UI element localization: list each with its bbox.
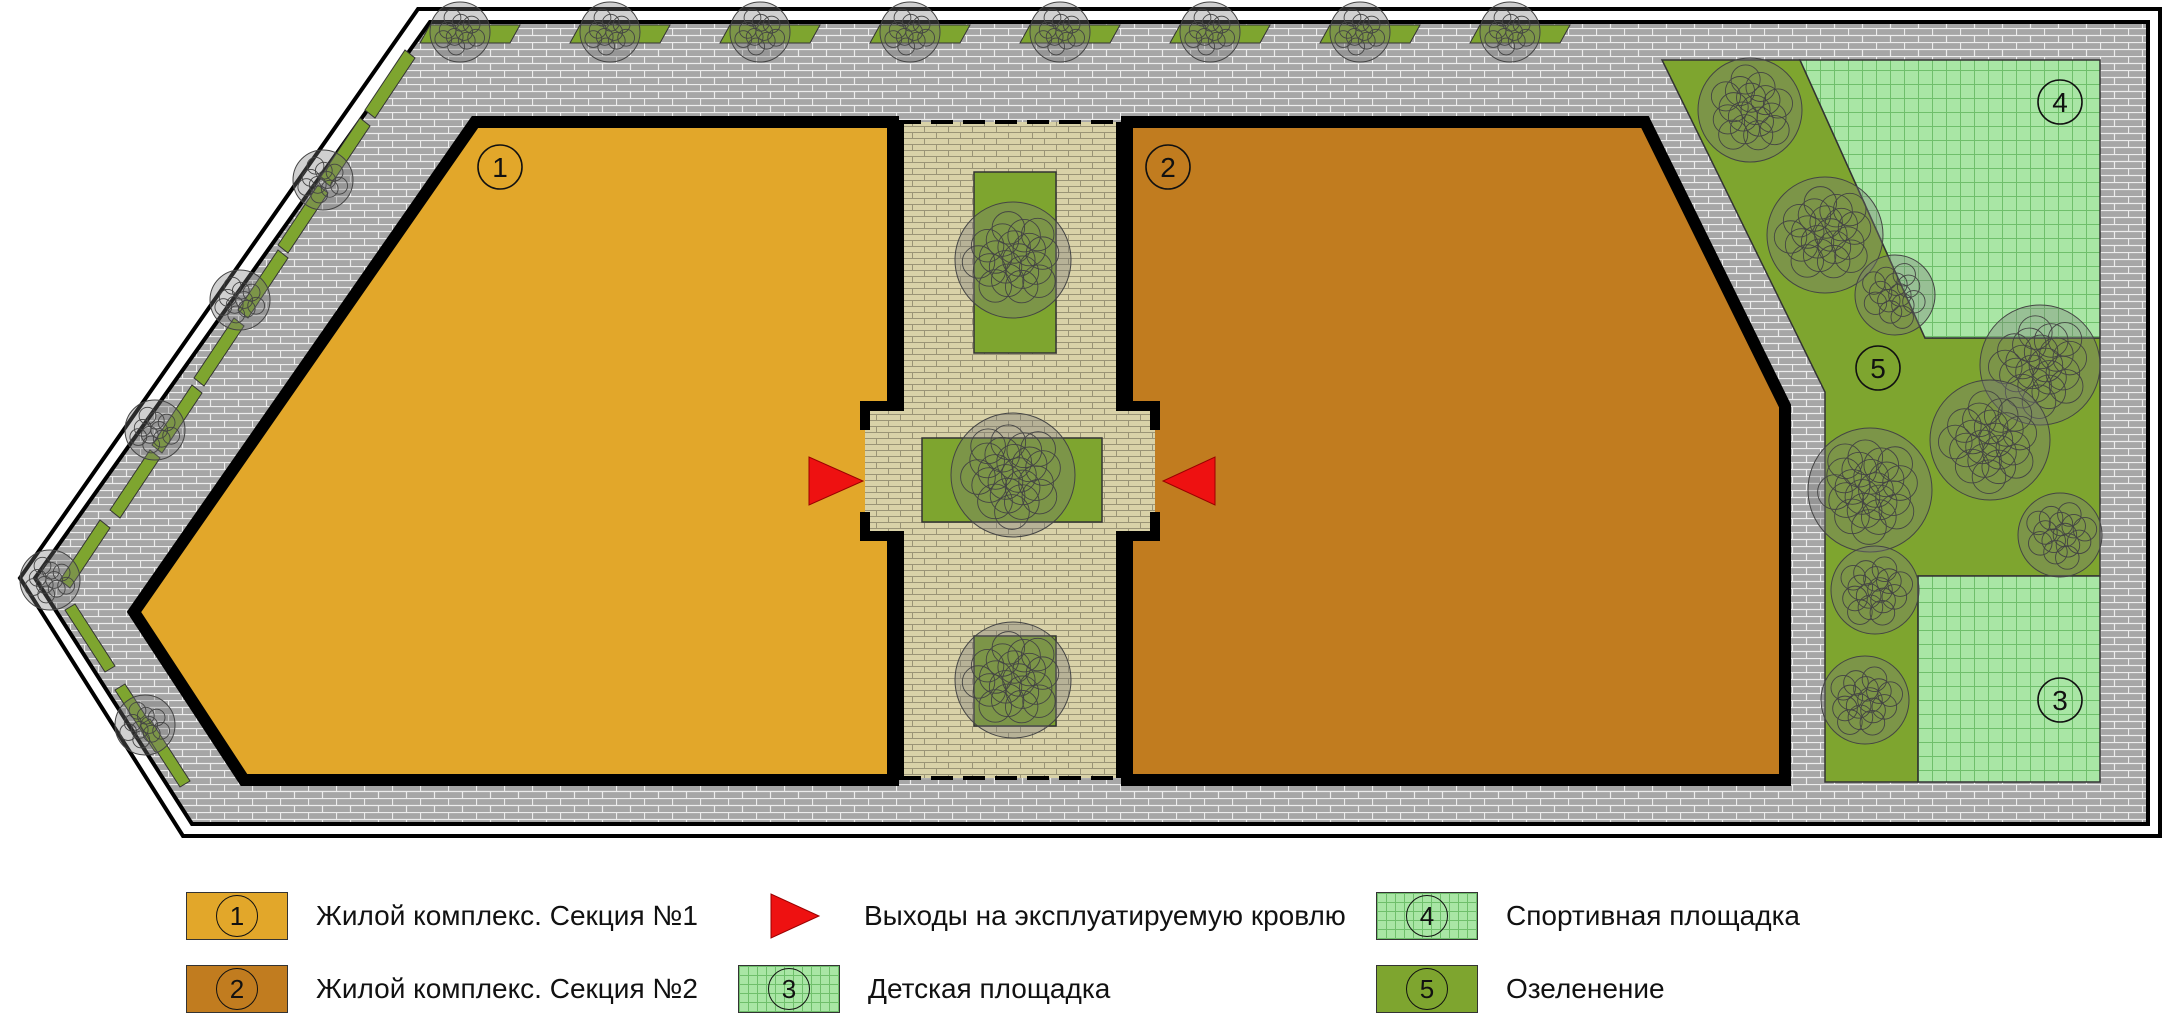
planter-diagonal [364,49,416,119]
tree-landscape [1830,545,1920,635]
legend-item-section-2: 2 Жилой комплекс. Секция №2 [186,964,698,1014]
exit-marker-left [808,456,865,506]
legend-swatch-3: 3 [738,965,840,1013]
zone-labels: 1 2 3 4 5 [477,79,2083,723]
legend-label-1: Жилой комплекс. Секция №1 [316,900,698,931]
tree-diagonal [19,549,81,611]
legend-label-exits: Выходы на эксплуатируемую кровлю [864,900,1346,931]
zone-label-5: 5 [1855,345,1901,391]
legend-number-2: 2 [216,968,258,1010]
planter-diagonal [319,117,371,187]
tree-landscape [1807,427,1933,553]
zone-label-2: 2 [1145,144,1191,190]
kids-playground-3 [1917,575,2101,783]
section-2-building [1121,116,1791,786]
tree-top-row [1179,1,1241,63]
svg-text:2: 2 [1160,152,1176,183]
legend-item-kids: 3 Детская площадка [738,964,1110,1014]
legend-swatch-4: 4 [1376,892,1478,940]
tree-landscape [1854,254,1936,336]
legend-item-sport: 4 Спортивная площадка [1376,891,1800,941]
tree-top-row [729,1,791,63]
tree-landscape [1820,655,1910,745]
planter-top [1319,24,1421,44]
svg-text:5: 5 [1870,353,1886,384]
legend-label-3: Детская площадка [868,973,1111,1004]
tree-diagonal [114,694,176,756]
planter-diagonal [193,317,245,387]
zone-label-1: 1 [477,144,523,190]
tree-diagonal [292,149,354,211]
tree-top-row [429,1,491,63]
planter-top [869,24,971,44]
legend-swatch-2: 2 [186,965,288,1013]
tree-top-row [579,1,641,63]
tree-courtyard-bottom [954,621,1072,739]
section-1-building [126,116,899,786]
planter-top [569,24,671,44]
legend-label-4: Спортивная площадка [1506,900,1800,931]
tree-courtyard-top [954,201,1072,319]
legend-item-greenery: 5 Озеленение [1376,964,1665,1014]
planter-top [419,24,521,44]
tree-top-row [1479,1,1541,63]
legend-swatch-5: 5 [1376,965,1478,1013]
zone-label-3: 3 [2037,677,2083,723]
tree-landscape [1697,57,1803,163]
trees-group [19,1,2103,756]
svg-text:1: 1 [492,152,508,183]
tree-landscape [1979,304,2101,426]
legend-label-5: Озеленение [1506,973,1665,1004]
tree-top-row [879,1,941,63]
tree-landscape [2017,492,2103,578]
planter-diagonal [59,519,111,589]
tree-diagonal [124,399,186,461]
legend-number-1: 1 [216,895,258,937]
tree-courtyard-middle [950,412,1076,538]
legend-number-5: 5 [1406,968,1448,1010]
planter-top [719,24,821,44]
planter-top [1469,24,1571,44]
legend-swatch-1: 1 [186,892,288,940]
svg-text:4: 4 [2052,87,2068,118]
planter-top [1019,24,1121,44]
exit-marker-right [1161,456,1216,506]
sport-ground-4 [1798,59,2101,339]
svg-text:3: 3 [2052,685,2068,716]
legend-label-2: Жилой комплекс. Секция №2 [316,973,698,1004]
tree-landscape [1929,379,2051,501]
red-triangle-icon [740,892,842,940]
planter-diagonal-lower [139,718,191,788]
tree-diagonal [209,269,271,331]
tree-top-row [1029,1,1091,63]
tree-top-row [1329,1,1391,63]
landscape-zone [1660,59,2101,783]
tree-landscape [1766,176,1884,294]
legend-item-exits: Выходы на эксплуатируемую кровлю [740,891,1346,941]
planter-diagonal-lower [64,603,116,673]
legend-number-3: 3 [768,968,810,1010]
site-plan: 1 2 3 4 5 [17,1,2162,838]
zone-label-4: 4 [2037,79,2083,125]
legend-item-section-1: 1 Жилой комплекс. Секция №1 [186,891,698,941]
planter-top [1169,24,1271,44]
legend-number-4: 4 [1406,895,1448,937]
planter-diagonal [109,449,161,519]
